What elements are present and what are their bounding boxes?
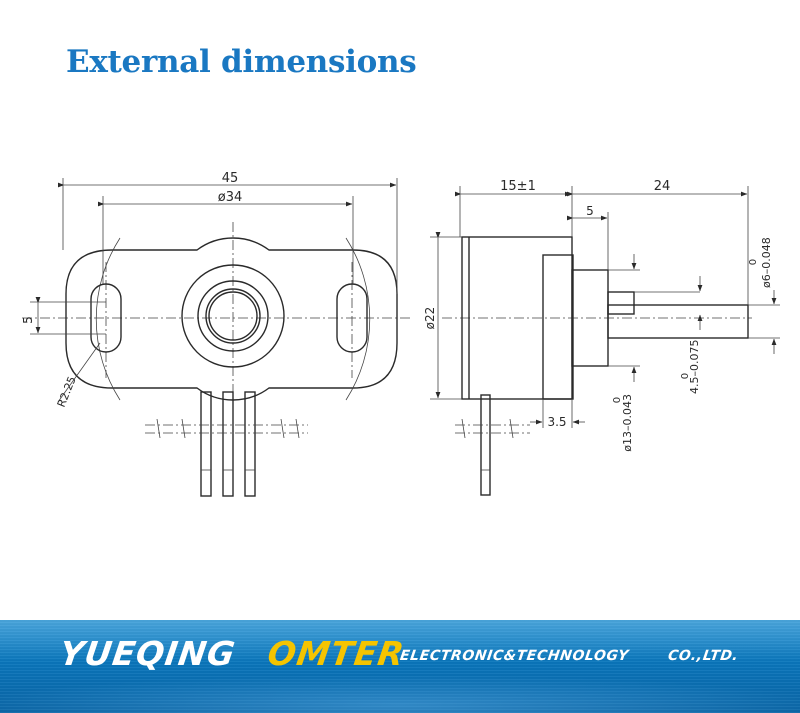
dim-boss-label: 5	[586, 204, 594, 218]
shaft-flat	[607, 291, 635, 315]
tol-boss-label: ø13–0.043	[621, 394, 634, 452]
front-view: 45 ø34 5 R2.25	[21, 171, 412, 497]
side-view: 15±1 24 5 ø22 3.5 0 ø13–0.043 0 4.5–0.07…	[423, 179, 780, 496]
shaft	[607, 304, 749, 339]
dim-body-label: 15±1	[500, 179, 536, 194]
terminal-3	[244, 391, 256, 497]
dim-body-dia-label: ø22	[423, 307, 437, 330]
shaft-circle	[208, 291, 258, 341]
brand-mark: OMTER	[265, 634, 408, 673]
dimension-drawing: 45 ø34 5 R2.25	[21, 171, 780, 497]
dim-width-label: 45	[222, 171, 239, 186]
front-break-lines	[145, 418, 308, 439]
dim-pitch-label: ø34	[218, 190, 243, 205]
dim-step-label: 3.5	[547, 415, 566, 429]
boss-inner-circle	[205, 288, 261, 344]
tol-shaft-top: 0	[748, 259, 759, 265]
brand-tagline: ELECTRONIC&TECHNOLOGY	[398, 648, 630, 664]
side-terminal	[480, 394, 491, 496]
terminal-2	[222, 391, 234, 497]
tol-boss-top: 0	[612, 397, 623, 403]
boss-outer-circle	[181, 264, 285, 368]
boss-ring-circle	[197, 280, 269, 352]
brand-suffix: CO.,LTD.	[666, 648, 740, 664]
boss-inner-block	[542, 254, 574, 400]
front-terminals	[200, 391, 256, 497]
dim-slot-label: 5	[21, 316, 35, 324]
right-pitch-arc	[345, 237, 371, 401]
tol-flat-top: 0	[680, 373, 691, 379]
radius-leader	[57, 342, 101, 403]
terminal-1	[200, 391, 212, 497]
left-pitch-arc	[95, 237, 121, 401]
dim-shaft-length-label: 24	[654, 179, 671, 194]
company-banner: YUEQING OMTER ELECTRONIC&TECHNOLOGY CO.,…	[0, 620, 800, 713]
dim-radius-label: R2.25	[55, 374, 79, 409]
tol-shaft-label: ø6–0.048	[760, 237, 773, 288]
left-mounting-slot	[90, 283, 122, 353]
flange-outline	[65, 237, 398, 401]
right-mounting-slot	[336, 283, 368, 353]
banner-glow	[0, 675, 800, 713]
page-title: External dimensions	[66, 44, 417, 80]
brand-name: YUEQING	[57, 634, 239, 673]
tol-flat-label: 4.5–0.075	[688, 340, 701, 394]
